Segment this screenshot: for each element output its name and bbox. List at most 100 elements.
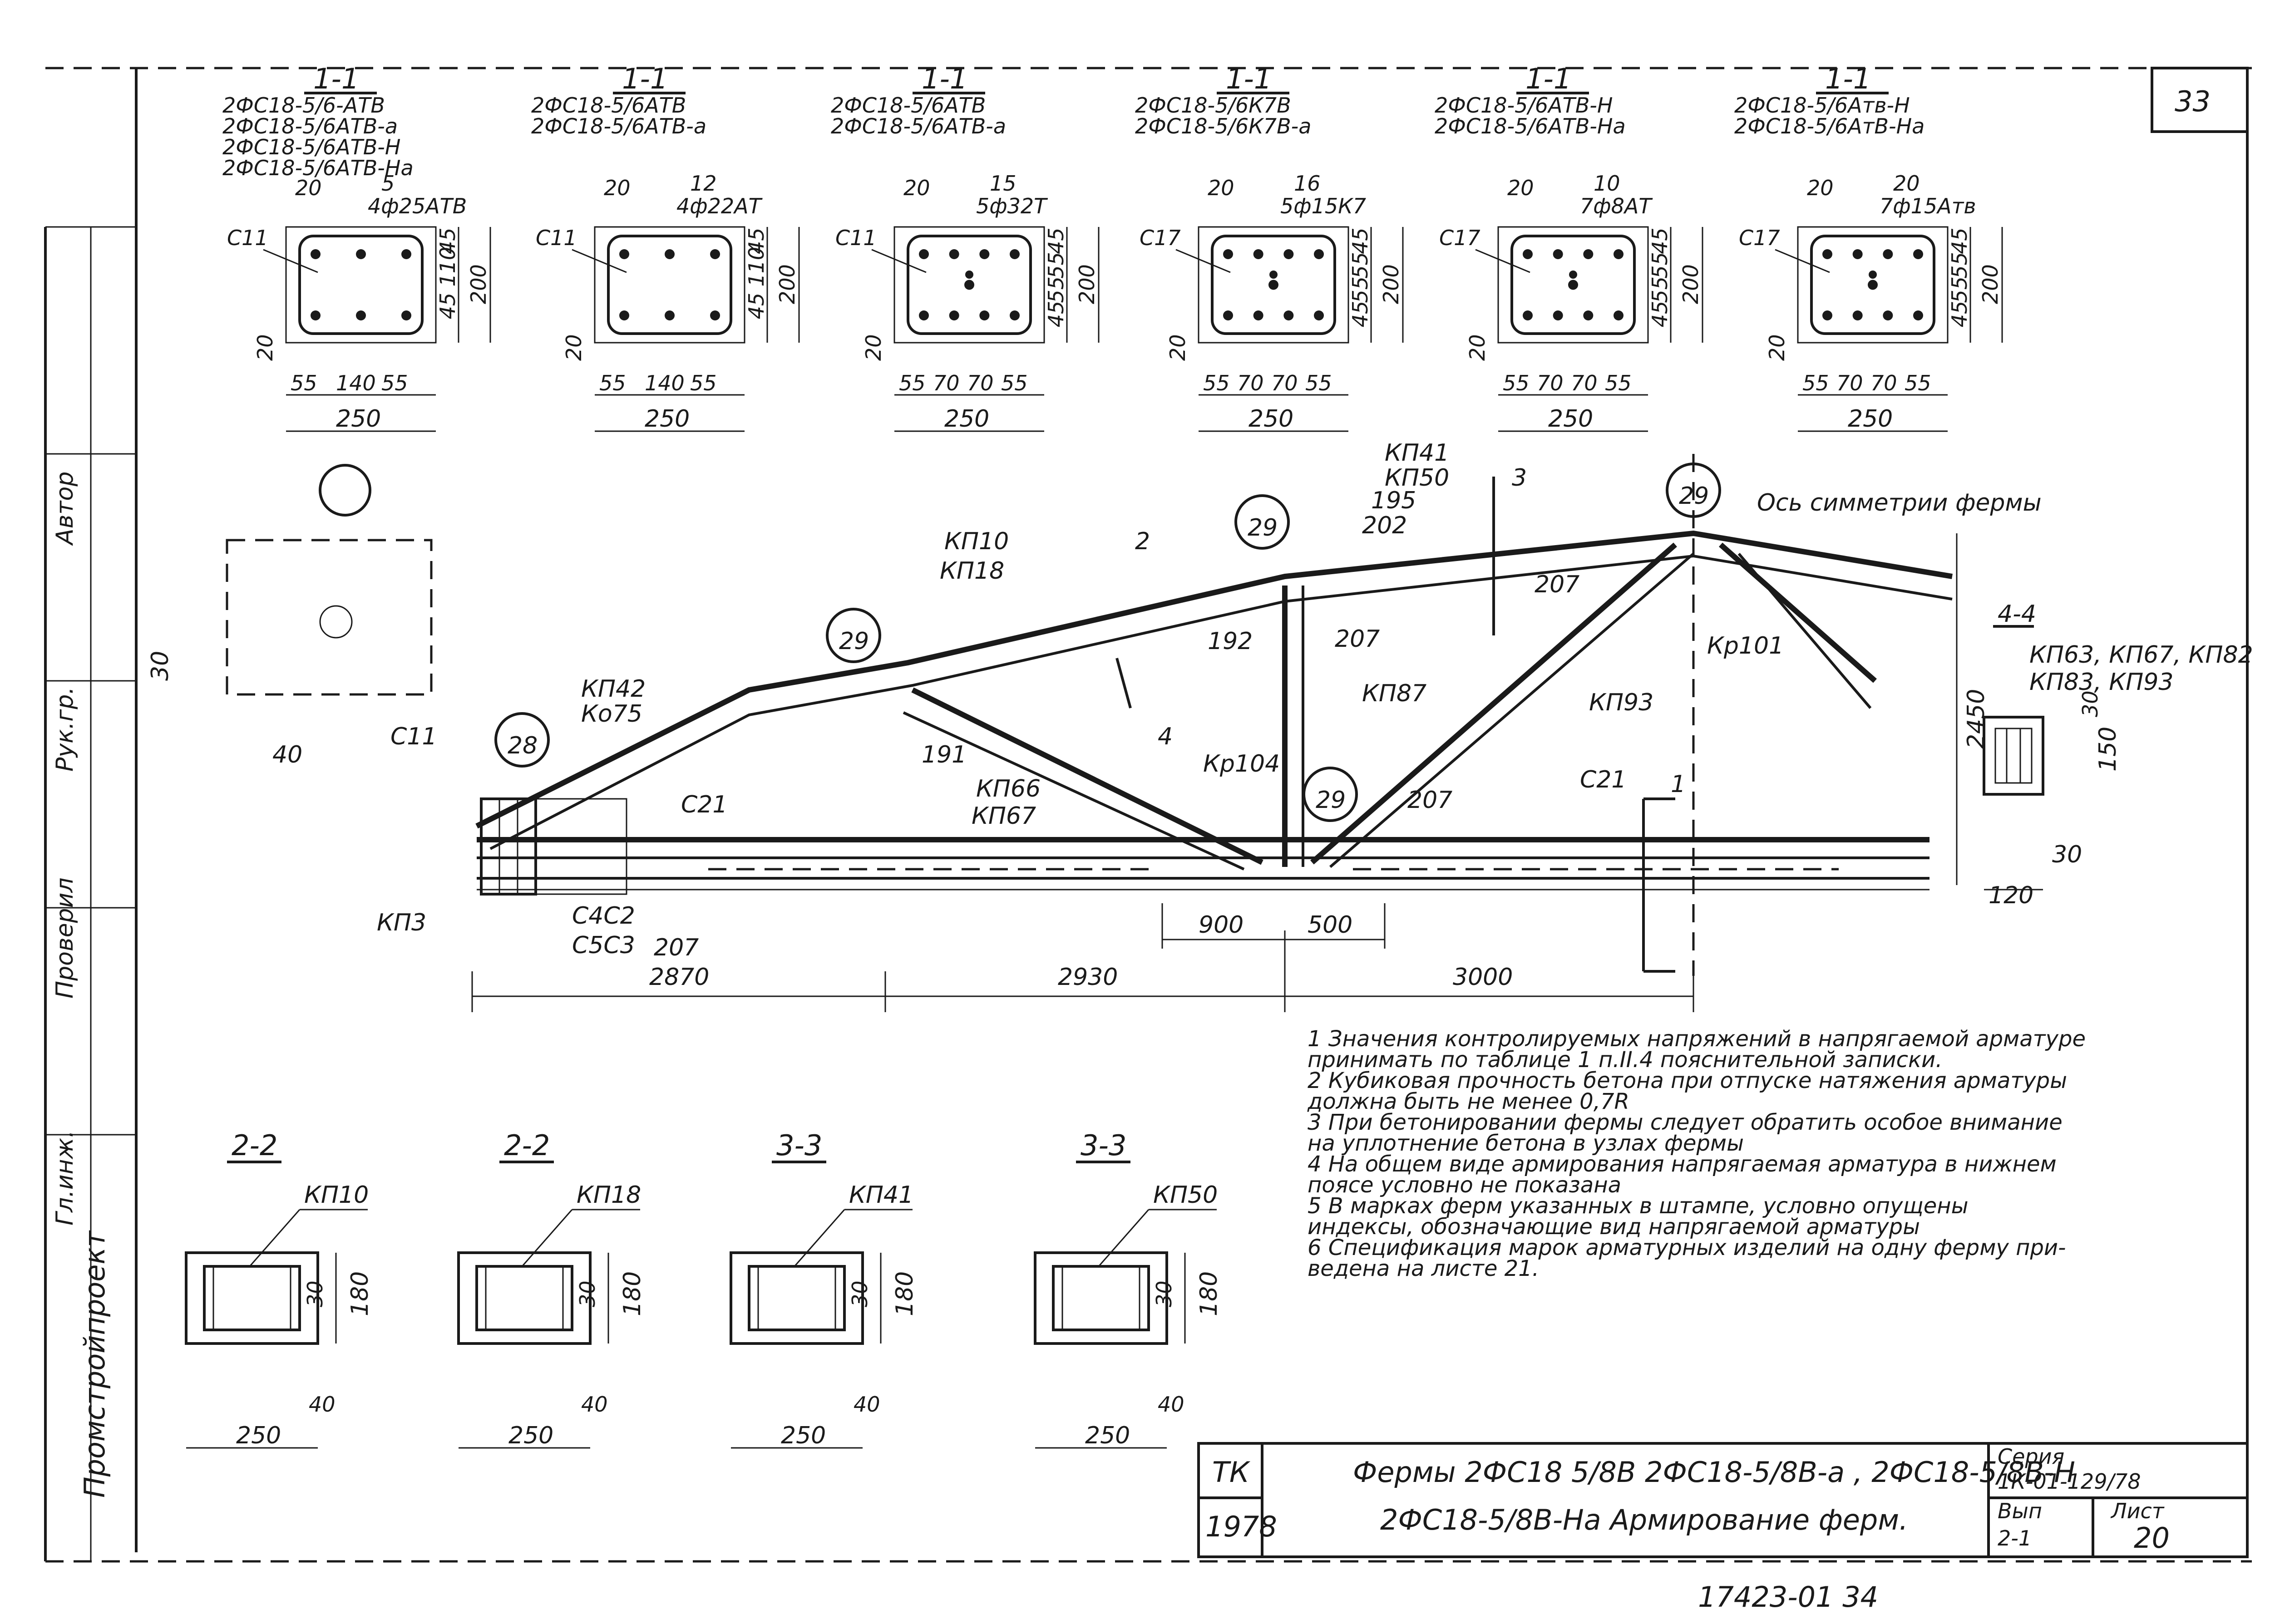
callout-kp10: КП10 — [944, 528, 1009, 555]
callout-ko75: Ко75 — [581, 700, 642, 728]
section-rebar: 7ф15Атв — [1880, 194, 1976, 218]
callout-c11: С11 — [390, 723, 437, 750]
issue-label: Вып — [1998, 1499, 2042, 1523]
section-mesh: С11 — [227, 226, 268, 250]
section-mesh: С17 — [1439, 226, 1480, 250]
section-bottom-dim: 70 — [1870, 371, 1897, 395]
section-cut-label: 1-1 — [922, 62, 967, 95]
section-width: 250 — [1848, 405, 1893, 433]
section-bottom-dim: 55 — [1203, 371, 1230, 395]
callout-40: 40 — [272, 741, 302, 768]
section-bottom-dim: 70 — [1836, 371, 1863, 395]
section-side-dim: 45 — [744, 293, 769, 320]
section-mark: 2ФС18-5/6АТВ-На — [222, 156, 414, 180]
section-bottom-dim: 55 — [1605, 371, 1632, 395]
section-side-dim: 55 — [1044, 252, 1068, 279]
small-section-b: 40 — [581, 1392, 608, 1417]
small-section-b: 40 — [854, 1392, 880, 1417]
section-width: 250 — [336, 405, 381, 433]
note-line: поясе условно не показана — [1308, 1172, 1621, 1198]
small-section-cut: 3-3 — [1081, 1129, 1126, 1162]
small-section-height: 180 — [346, 1271, 374, 1316]
note-line: ведена на листе 21. — [1308, 1256, 1539, 1281]
section-bottom-dim: 55 — [690, 371, 717, 395]
section-width: 250 — [645, 405, 690, 433]
span-3: 3000 — [1453, 964, 1513, 991]
section-width: 250 — [944, 405, 989, 433]
page-number: 33 — [2175, 85, 2211, 118]
section-top-a: 20 — [1807, 176, 1834, 200]
section-top-a: 20 — [604, 176, 631, 200]
section-side-dim: 55 — [1648, 276, 1672, 303]
section-mark: 2ФС18-5/6АТВ — [831, 93, 986, 118]
side-label-2: Рук.гр. — [51, 687, 79, 772]
section-mark: 2ФС18-5/6АТВ — [531, 93, 686, 118]
small-section-cut: 2-2 — [504, 1129, 550, 1162]
small-section-width: 250 — [781, 1422, 826, 1449]
section-rebar: 7ф8АТ — [1580, 194, 1653, 218]
small-section-b: 40 — [1158, 1392, 1184, 1417]
section-mesh: С17 — [1140, 226, 1181, 250]
callout-207-d: 207 — [654, 934, 699, 961]
small-section-mark: КП50 — [1153, 1181, 1218, 1209]
section-cut-label: 1-1 — [1226, 62, 1272, 95]
section-side-dim: 45 — [1947, 227, 1972, 254]
note-line: 2 Кубиковая прочность бетона при отпуске… — [1308, 1068, 2067, 1093]
callout-207-c: 207 — [1407, 787, 1452, 814]
sheet-frame — [44, 67, 2252, 1563]
section-top-b: 10 — [1594, 171, 1620, 196]
issue-value: 2-1 — [1998, 1526, 2032, 1550]
small-section-a: 30 — [575, 1280, 600, 1307]
section-side-dim: 55 — [1348, 276, 1372, 303]
section-rebar: 5ф32Т — [976, 194, 1048, 218]
section-mark: 2ФС18-5/6АтВ-На — [1734, 114, 1925, 138]
section-cover: 20 — [253, 334, 277, 361]
section-cut-label: 1-1 — [313, 62, 359, 95]
small-section-a: 30 — [303, 1280, 327, 1307]
section-bottom-dim: 55 — [1503, 371, 1530, 395]
callout-kp66: КП66 — [976, 775, 1041, 802]
section-height: 200 — [1379, 264, 1403, 304]
section-side-dim: 45 — [744, 227, 769, 254]
section-44-width: 120 — [1989, 882, 2033, 909]
callout-kp3: КП3 — [377, 909, 426, 936]
section-mark: 2ФС18-5/6АТВ-Н — [222, 135, 400, 159]
small-section-width: 250 — [508, 1422, 553, 1449]
section-44-height: 150 — [2094, 727, 2122, 772]
section-height: 200 — [1075, 264, 1099, 304]
note-line: должна быть не менее 0,7R — [1307, 1089, 1629, 1114]
node-ref-29-c: 29 — [1316, 787, 1346, 814]
section-bottom-dim: 55 — [1305, 371, 1332, 395]
section-top-a: 20 — [295, 176, 322, 200]
section-cut-label: 1-1 — [622, 62, 668, 95]
section-top-b: 12 — [690, 171, 717, 196]
section-height: 200 — [1978, 264, 2003, 304]
section-mark: 2ФС18-5/6АТВ-а — [531, 114, 706, 138]
sub-span-2: 500 — [1308, 911, 1352, 939]
title-line-2: 2ФС18-5/8В-На Армирование ферм. — [1380, 1503, 1908, 1536]
section-mark: 2ФС18-5/6АТВ-Н — [1435, 93, 1613, 118]
series-value: 1К-01-129/78 — [1998, 1469, 2141, 1494]
section-side-dim: 45 — [1648, 301, 1672, 328]
section-mesh: С17 — [1739, 226, 1780, 250]
small-section-a: 30 — [1152, 1280, 1176, 1307]
callout-195: 195 — [1371, 487, 1416, 514]
section-bottom-dim: 70 — [1271, 371, 1298, 395]
callout-207-b: 207 — [1335, 625, 1380, 653]
section-side-dim: 45 — [1947, 301, 1972, 328]
section-side-dim: 55 — [1947, 276, 1972, 303]
section-mark: 2ФС18-5/6АТВ-а — [831, 114, 1006, 138]
node-ref-29-d: 29 — [1679, 482, 1709, 510]
section-cover: 20 — [1165, 334, 1190, 361]
section-cover: 20 — [861, 334, 886, 361]
section-side-dim: 110 — [435, 247, 460, 287]
section-4-4: 4-4 КП63, КП67, КП82 КП83, КП93 120 150 … — [1983, 600, 2253, 909]
section-mesh: С11 — [835, 226, 877, 250]
span-2: 2930 — [1058, 964, 1118, 991]
callout-kp42: КП42 — [581, 675, 646, 703]
section-mark: 2ФС18-5/6АТВ-а — [222, 114, 398, 138]
